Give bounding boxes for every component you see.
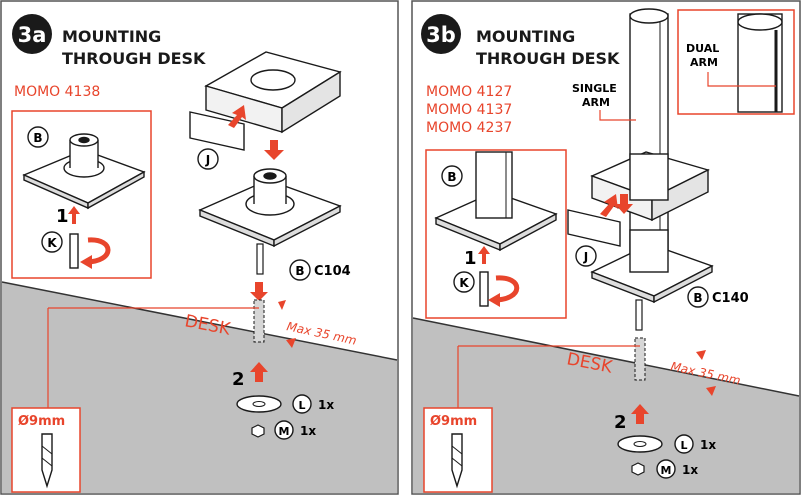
label-b-b2: B — [693, 291, 702, 305]
label-l: L — [298, 399, 305, 412]
label-m-b: M — [661, 464, 672, 477]
single-arm-pole — [629, 13, 669, 273]
part-code-b: C140 — [712, 291, 749, 306]
step-badge-b — [421, 14, 461, 54]
up-arrow-icon-2 — [250, 362, 268, 382]
threaded-rod — [69, 233, 79, 269]
panel-title-line1: MOUNTING — [62, 27, 161, 46]
desk-surface — [2, 282, 397, 493]
label-k: K — [47, 236, 57, 250]
label-b2: B — [295, 264, 304, 278]
up-arrow-icon — [68, 206, 80, 224]
qty-m: 1x — [300, 424, 316, 438]
step-1-number-b: 1 — [464, 248, 477, 269]
down-arrow-icon — [264, 140, 284, 160]
panel-title-line2: THROUGH DESK — [62, 49, 206, 68]
label-m-b-circle — [656, 459, 676, 479]
thickness-tick-bottom — [286, 338, 296, 348]
label-l-b: L — [680, 439, 687, 452]
label-l-b-circle — [674, 434, 694, 454]
label-k-b: K — [459, 276, 469, 290]
insert-arrow-icon-b — [600, 194, 618, 217]
label-j-b-circle — [575, 245, 597, 267]
model-name-1: MOMO 4127 — [426, 84, 512, 100]
label-b-b: B — [447, 170, 456, 184]
label-k-circle — [41, 231, 63, 253]
label-b2-circle — [289, 259, 311, 281]
qty-l-b: 1x — [700, 438, 716, 452]
label-m: M — [279, 425, 290, 438]
desk-hole — [253, 299, 265, 343]
rotate-arrow-icon — [85, 237, 111, 265]
single-arm-label-1: SINGLE — [572, 82, 617, 95]
single-arm-leader — [599, 110, 636, 121]
dual-arm-label-1: DUAL — [686, 42, 719, 55]
panel-b-title-line1: MOUNTING — [476, 27, 575, 46]
base-plate — [198, 168, 342, 248]
up-arrow-icon-b — [478, 246, 490, 264]
label-m-circle — [274, 420, 294, 440]
step-1-number: 1 — [56, 206, 69, 227]
spacer-plate — [189, 111, 245, 151]
model-name-3: MOMO 4237 — [426, 120, 512, 136]
up-arrow-icon-b2 — [631, 404, 649, 424]
panel-b-title-line2: THROUGH DESK — [476, 49, 620, 68]
step-2-number: 2 — [232, 369, 245, 390]
drill-size-b: Ø9mm — [430, 414, 477, 429]
thickness-tick-top-b — [696, 350, 706, 360]
model-name-2: MOMO 4137 — [426, 102, 512, 118]
step-badge — [12, 14, 52, 54]
model-name: MOMO 4138 — [14, 84, 100, 100]
part-code: C104 — [314, 264, 351, 279]
rotate-arrow-icon-b — [493, 275, 520, 303]
down-arrow-icon-b — [615, 194, 633, 214]
step-badge-b-label: 3b — [426, 23, 456, 47]
label-b: B — [33, 131, 42, 145]
base-plate-detail — [22, 133, 146, 210]
single-arm-label-2: ARM — [582, 96, 610, 109]
label-k-b-circle — [453, 271, 475, 293]
down-arrow-icon-2 — [250, 282, 268, 301]
dual-arm-label-2: ARM — [690, 56, 718, 69]
thickness-tick-bottom-b — [706, 386, 716, 396]
label-b-b2-circle — [687, 286, 709, 308]
insert-arrow-icon — [228, 105, 246, 128]
threaded-rod-b2 — [635, 299, 643, 331]
qty-l: 1x — [318, 398, 334, 412]
step-badge-label: 3a — [18, 23, 47, 47]
panel-3b: 3b MOUNTING THROUGH DESK MOMO 4127 MOMO … — [411, 0, 801, 495]
label-l-circle — [292, 394, 312, 414]
spacer-plate-b — [567, 209, 621, 247]
dual-arm-leader — [707, 72, 776, 87]
nut-b — [631, 462, 645, 476]
label-j: J — [205, 153, 210, 167]
desk-hole-b — [634, 337, 646, 381]
label-b-circle — [27, 126, 49, 148]
label-j-b: J — [583, 250, 588, 264]
thickness-tick-top — [278, 300, 286, 310]
nut — [251, 424, 265, 438]
qty-m-b: 1x — [682, 463, 698, 477]
step-2-number-b: 2 — [614, 412, 627, 433]
drill-bit-icon — [41, 433, 53, 489]
drill-bit-icon-b — [451, 433, 463, 489]
desk-surface-b — [413, 318, 799, 493]
panel-3a: 3a MOUNTING THROUGH DESK MOMO 4138 B 1 K — [0, 0, 399, 495]
label-b-b-circle — [441, 165, 463, 187]
threaded-rod-k-b — [479, 271, 489, 307]
threaded-rod-b — [256, 243, 264, 275]
drill-size: Ø9mm — [18, 414, 65, 429]
label-j-circle — [197, 148, 219, 170]
